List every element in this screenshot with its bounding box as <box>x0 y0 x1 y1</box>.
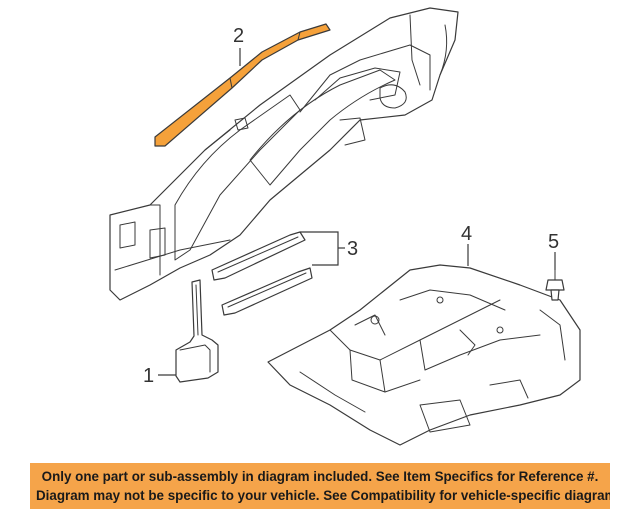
body-side-panel <box>109 7 459 301</box>
sill-plate-lower <box>221 267 313 316</box>
sill-plate-upper <box>211 231 306 281</box>
parts-diagram: 2 1 3 4 5 <box>109 7 581 446</box>
disclaimer-line-1: Only one part or sub-assembly in diagram… <box>41 469 599 484</box>
clip-fastener-part <box>545 269 565 301</box>
highlighted-roof-rail-part <box>154 23 331 147</box>
disclaimer-line-2: Diagram may not be specific to your vehi… <box>36 488 610 503</box>
disclaimer-banner: Only one part or sub-assembly in diagram… <box>30 463 610 509</box>
leader-line-3a <box>300 231 339 266</box>
callout-number-3: 3 <box>347 238 358 260</box>
callout-number-1: 1 <box>143 365 154 387</box>
bracket-part <box>175 279 219 383</box>
callout-number-4: 4 <box>461 223 472 245</box>
floor-carpet-part <box>267 264 581 446</box>
callout-number-5: 5 <box>548 231 559 253</box>
callout-number-2: 2 <box>233 25 244 47</box>
